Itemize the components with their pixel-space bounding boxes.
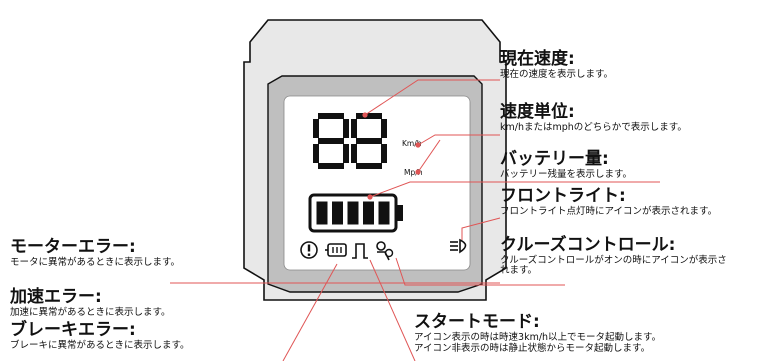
label-cruise-control-title: クルーズコントロール:	[500, 235, 676, 255]
leader-speed-unit	[417, 134, 500, 146]
label-cruise-control-desc: クルーズコントロールがオンの時にアイコンが表示されます。	[500, 254, 727, 277]
battery-bar	[378, 201, 390, 225]
label-accel-error-title: 加速エラー:	[10, 287, 102, 307]
leader-current-speed	[364, 79, 500, 116]
label-brake-error: ブレーキエラー: ブレーキに異常があるときに表示します。	[10, 321, 190, 351]
label-accel-error-desc: 加速に異常があるときに表示します。	[10, 306, 171, 318]
label-start-mode-desc-2: アイコン非表示の時は静止状態からモータ起動します。	[414, 343, 651, 355]
label-speed-unit: 速度単位: km/hまたはmphのどちらかで表示します。	[500, 103, 687, 133]
leader-dot-speed-unit	[415, 142, 421, 148]
label-start-mode: スタートモード: アイコン表示の時は時速3km/h以上でモータ起動します。 アイ…	[414, 313, 661, 355]
label-start-mode-desc-1: アイコン表示の時は時速3km/h以上でモータ起動します。	[414, 331, 662, 343]
unit-kmh-label: Km/h	[402, 139, 422, 148]
label-current-speed-desc: 現在の速度を表示します。	[500, 68, 614, 80]
leader-cruise-control	[395, 257, 565, 286]
label-speed-unit-desc: km/hまたはmphのどちらかで表示します。	[500, 121, 687, 133]
battery-bar	[347, 201, 359, 225]
leader-front-light	[461, 217, 501, 240]
battery-bar	[363, 201, 374, 225]
label-front-light: フロントライト: フロントライト点灯時にアイコンが表示されます。	[500, 187, 717, 217]
label-brake-error-title: ブレーキエラー:	[10, 320, 136, 340]
leader-lines	[170, 79, 660, 361]
label-cruise-control: クルーズコントロール: クルーズコントロールがオンの時にアイコンが表示されます。	[500, 236, 735, 277]
battery-bar	[332, 201, 343, 225]
label-brake-error-desc: ブレーキに異常があるときに表示します。	[10, 339, 190, 351]
motor-error-icon	[300, 241, 318, 259]
battery-bars	[316, 201, 390, 225]
speed-digit-2	[351, 113, 387, 169]
start-mode-icon	[376, 241, 394, 261]
leader-dot-battery	[367, 194, 373, 200]
leader-accel-error	[282, 263, 338, 361]
label-speed-unit-title: 速度単位:	[500, 102, 575, 122]
label-battery: バッテリー量: バッテリー残量を表示します。	[500, 150, 632, 180]
battery-bar	[316, 201, 328, 225]
leader-battery	[369, 181, 660, 198]
label-front-light-desc: フロントライト点灯時にアイコンが表示されます。	[500, 205, 718, 217]
label-battery-title: バッテリー量:	[500, 149, 609, 169]
speed-digit-1	[313, 113, 349, 169]
label-front-light-title: フロントライト:	[500, 186, 626, 206]
acceleration-error-icon	[325, 243, 347, 257]
unit-mph-label: Mp/h	[404, 168, 423, 177]
label-battery-desc: バッテリー残量を表示します。	[500, 168, 633, 180]
label-motor-error-desc: モータに異常があるときに表示します。	[10, 256, 181, 268]
label-current-speed: 現在速度: 現在の速度を表示します。	[500, 50, 613, 80]
leader-brake-error	[369, 259, 416, 361]
label-motor-error-title: モーターエラー:	[10, 237, 136, 257]
brake-error-icon	[352, 243, 368, 259]
battery-indicator	[308, 193, 403, 233]
label-motor-error: モーターエラー: モータに異常があるときに表示します。	[10, 238, 180, 268]
label-accel-error: 加速エラー: 加速に異常があるときに表示します。	[10, 288, 171, 318]
label-start-mode-title: スタートモード:	[414, 312, 540, 332]
leader-speed-unit-mph	[417, 139, 441, 173]
leader-dot-current-speed	[362, 112, 368, 118]
label-current-speed-title: 現在速度:	[500, 49, 575, 69]
headlight-icon	[450, 238, 467, 254]
leader-dot-mph	[415, 169, 421, 175]
